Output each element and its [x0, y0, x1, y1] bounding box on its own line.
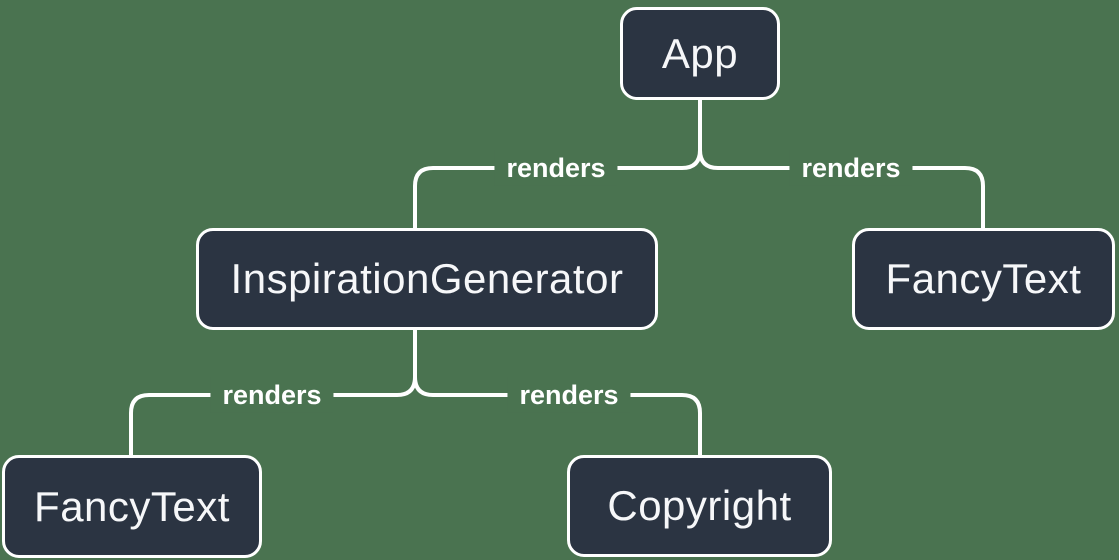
edge-label-renders-app-fancy-text: renders: [789, 149, 913, 187]
node-app: App: [620, 7, 780, 100]
edge-label-renders-inspiration-generator-copyright: renders: [507, 376, 631, 414]
node-label: App: [661, 29, 739, 77]
edge-label-renders-app-inspiration-generator: renders: [494, 149, 618, 187]
edge-label-renders-inspiration-generator-fancy-text: renders: [210, 376, 334, 414]
node-label: FancyText: [34, 482, 230, 530]
node-inspiration-generator: InspirationGenerator: [196, 228, 658, 330]
node-fancy-text-bottom: FancyText: [2, 455, 262, 558]
node-label: InspirationGenerator: [230, 255, 624, 302]
node-label: FancyText: [885, 255, 1082, 302]
node-label: Copyright: [607, 482, 792, 529]
node-fancy-text-top: FancyText: [852, 228, 1115, 330]
node-copyright: Copyright: [567, 455, 832, 557]
